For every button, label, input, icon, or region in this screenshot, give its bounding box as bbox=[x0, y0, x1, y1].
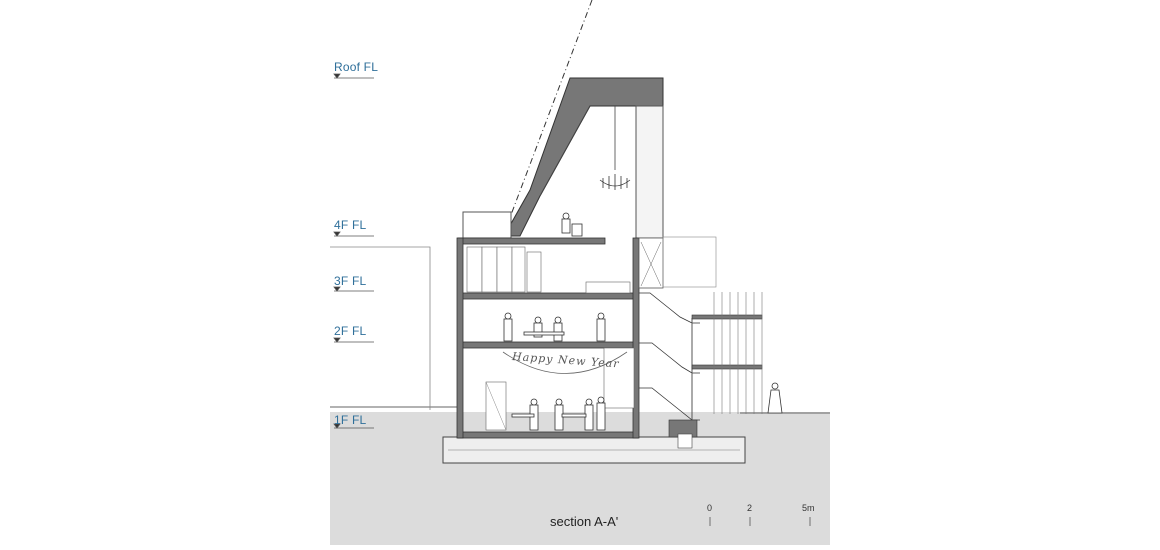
scale-tick-0: 0 bbox=[707, 503, 713, 513]
slab-3f bbox=[457, 292, 639, 300]
people-4f bbox=[561, 212, 583, 237]
level-markers bbox=[333, 73, 374, 429]
chandelier bbox=[599, 174, 631, 190]
people-2f bbox=[503, 312, 606, 342]
banner-garland bbox=[502, 351, 628, 374]
level-label-roof: Roof FL bbox=[334, 60, 379, 74]
scale-tick-2: 2 bbox=[747, 503, 753, 513]
stair-tower-outer bbox=[662, 236, 717, 288]
level-label-3f: 3F FL bbox=[334, 274, 367, 288]
slab-2f bbox=[457, 341, 639, 349]
roof-parapet bbox=[462, 211, 512, 239]
balcony-2f bbox=[691, 364, 763, 370]
level-label-1f: 1F FL bbox=[334, 413, 367, 427]
balcony-3f bbox=[691, 314, 763, 320]
scale-bar bbox=[709, 517, 811, 526]
neighbor-outline bbox=[330, 246, 431, 410]
stair-pit bbox=[677, 433, 693, 449]
stairs bbox=[639, 292, 700, 421]
interior-door-diagonal bbox=[485, 381, 507, 431]
stair-window-diag-b bbox=[640, 241, 662, 287]
east-wall bbox=[635, 105, 664, 239]
people-1f bbox=[511, 396, 606, 431]
kitchen-cabinets bbox=[466, 246, 631, 294]
level-label-2f: 2F FL bbox=[334, 324, 367, 338]
balcony-screen bbox=[713, 292, 763, 414]
setback-line bbox=[502, 0, 593, 237]
roof-inner bbox=[539, 105, 591, 197]
slab-4f bbox=[457, 237, 606, 245]
floor-east-wall bbox=[632, 237, 640, 439]
drawing-caption: section A-A' bbox=[550, 514, 619, 529]
slab-1f bbox=[457, 431, 639, 439]
level-label-4f: 4F FL bbox=[334, 218, 367, 232]
cabinet-2f bbox=[603, 347, 635, 409]
person-outside bbox=[767, 382, 783, 414]
scale-tick-5m: 5m bbox=[802, 503, 815, 513]
west-wall bbox=[456, 237, 464, 439]
